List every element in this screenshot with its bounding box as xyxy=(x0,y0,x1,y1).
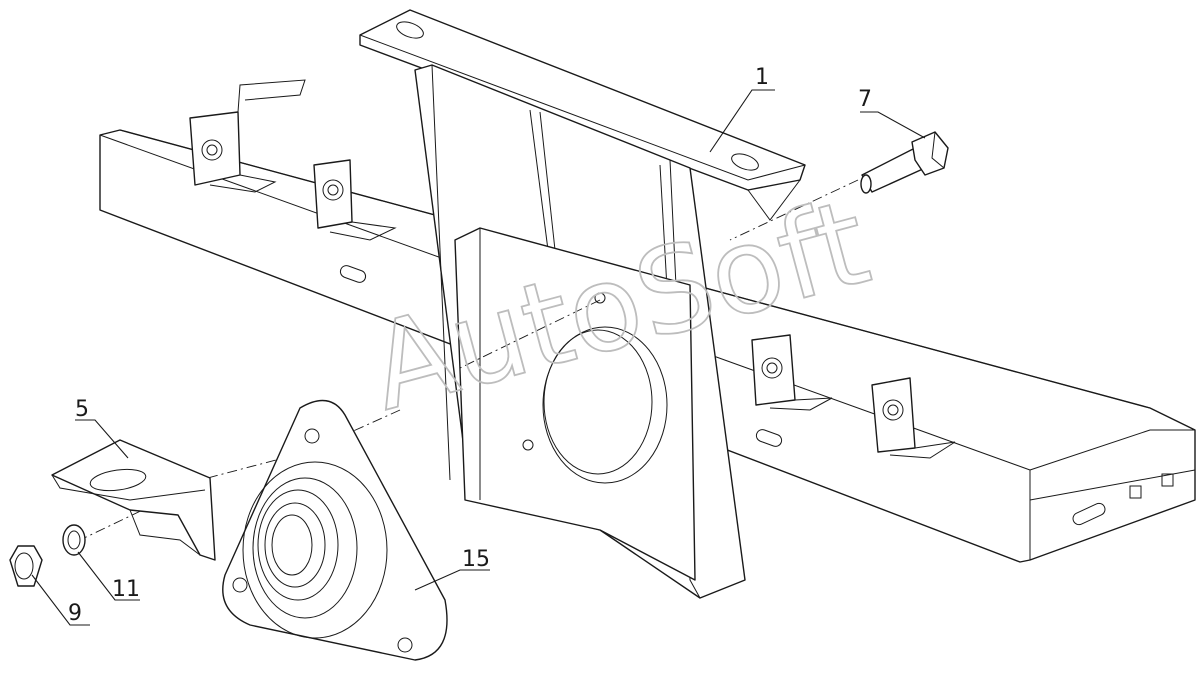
beam-bracket-left-1 xyxy=(189,79,306,193)
beam-bracket-right-1 xyxy=(751,334,833,411)
nut-part-9 xyxy=(9,545,43,587)
callout-label-5: 5 xyxy=(75,397,89,422)
beam-bracket-right-2 xyxy=(871,377,956,459)
flange-plate xyxy=(454,227,696,581)
top-strap-part-1 xyxy=(359,9,806,221)
callout-leaders xyxy=(31,89,926,626)
beam-bracket-left-2 xyxy=(313,159,397,241)
callout-label-1: 1 xyxy=(755,65,769,90)
callout-label-9: 9 xyxy=(68,601,82,626)
bolt-part-7 xyxy=(860,131,949,194)
bracket-part-5 xyxy=(51,439,216,561)
callout-label-11: 11 xyxy=(112,577,140,602)
callout-label-7: 7 xyxy=(858,87,872,112)
callout-label-15: 15 xyxy=(462,547,490,572)
washer-part-11 xyxy=(62,524,86,556)
bearing-housing-part-15 xyxy=(222,399,448,661)
